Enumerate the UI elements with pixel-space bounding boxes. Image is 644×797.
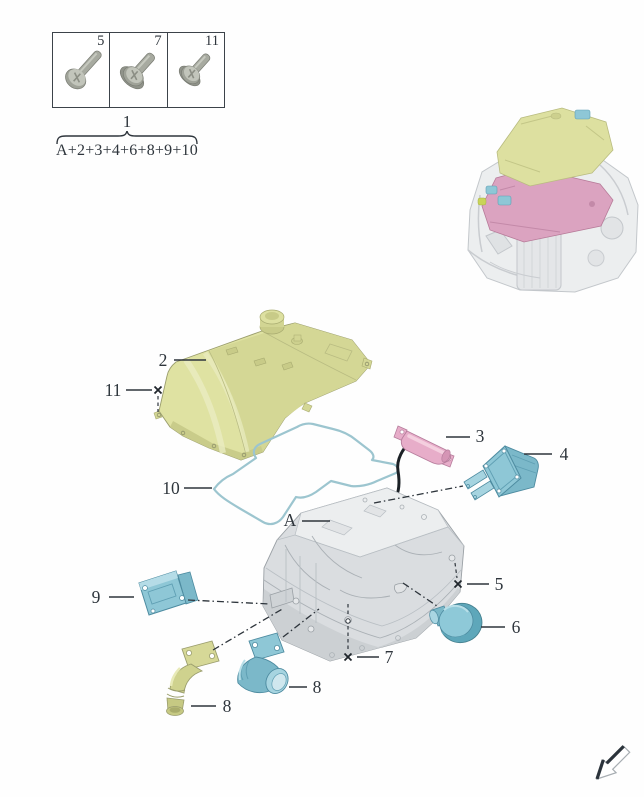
screw-washer-icon	[170, 43, 222, 110]
callout-4: 4	[559, 444, 569, 464]
fastener-ref-label: 7	[154, 33, 162, 49]
callout-8-left: 8	[222, 696, 232, 716]
fastener-cell-11: 11	[168, 33, 224, 107]
group-brace-icon	[56, 130, 198, 150]
callout-8-right: 8	[312, 677, 322, 697]
callout-leader-lines	[109, 359, 552, 707]
bolt-marker-11	[153, 385, 163, 412]
screw-washer-icon	[112, 43, 164, 110]
hv-connector-left-part	[138, 570, 199, 616]
group-formula-label: A+2+3+4+6+8+9+10	[56, 142, 198, 159]
callout-9: 9	[91, 587, 101, 607]
callout-5: 5	[494, 574, 504, 594]
callout-6: 6	[511, 617, 521, 637]
inverter-cover-part	[153, 309, 373, 461]
bolt-marker-7	[343, 604, 353, 662]
fastener-ref-label: 5	[97, 33, 105, 49]
bolt-marker-5	[453, 562, 463, 589]
group-number-label: 1	[122, 112, 132, 131]
assembly-locator-thumbnail	[467, 107, 639, 293]
callout-2: 2	[158, 350, 168, 370]
callout-7: 7	[384, 647, 394, 667]
cover-gasket-part	[212, 422, 400, 526]
hv-connector-right-part	[463, 445, 539, 501]
fastener-cell-7: 7	[110, 33, 168, 110]
fastener-table: 5 7	[52, 32, 225, 108]
fastener-ref-label: 11	[205, 33, 219, 49]
fastener-cell-5: 5	[53, 33, 111, 110]
coolant-elbow-cyan-part	[237, 632, 289, 694]
callout-10: 10	[162, 478, 180, 498]
coolant-elbow-yellow-part	[166, 640, 220, 716]
round-cap-part	[429, 602, 483, 644]
screw-icon	[55, 43, 107, 110]
callout-A: A	[283, 510, 297, 530]
callout-3: 3	[475, 426, 485, 446]
direction-arrow-icon	[595, 745, 631, 780]
callout-11: 11	[104, 380, 122, 400]
inverter-housing-part	[262, 487, 465, 662]
assembly-alignment-lines	[187, 485, 464, 651]
pink-bracket-part	[393, 425, 455, 468]
